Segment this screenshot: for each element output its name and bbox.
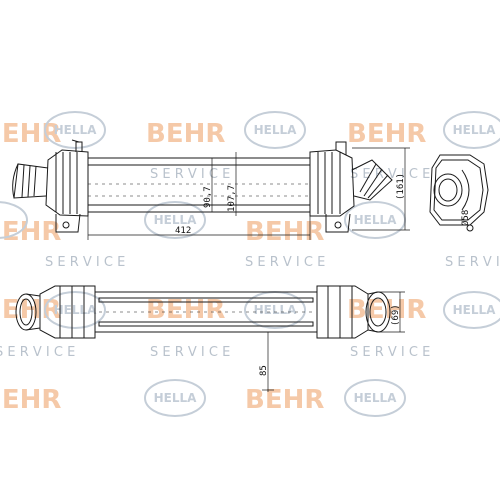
right-outlet-pipe	[351, 159, 393, 201]
behr-watermark: BEHR	[0, 119, 61, 149]
hella-watermark: HELLA	[254, 303, 298, 317]
service-watermark: S E R V I C E	[150, 167, 230, 182]
behr-watermark: BEHR	[245, 217, 324, 247]
right-bracket	[325, 213, 351, 233]
front-view	[12, 139, 393, 233]
hella-watermark-oval	[244, 111, 306, 149]
hella-watermark-oval	[0, 201, 28, 239]
hella-watermark: HELLA	[453, 123, 497, 137]
behr-watermark: BEHR	[245, 385, 324, 415]
side-view-port	[433, 173, 463, 207]
behr-watermark: BEHR	[146, 295, 225, 325]
side-view-body	[429, 154, 489, 226]
service-watermark: S E R V I C E	[350, 345, 430, 360]
hella-watermark-oval	[443, 291, 500, 329]
behr-watermark: BEHR	[0, 217, 61, 247]
hella-watermark: HELLA	[354, 213, 398, 227]
service-watermark: S E R V I C E	[245, 255, 325, 270]
hella-watermark: HELLA	[54, 303, 98, 317]
behr-watermark: BEHR	[347, 295, 426, 325]
behr-watermark: BEHR	[146, 119, 225, 149]
side-view	[429, 154, 489, 232]
hella-watermark-oval	[443, 111, 500, 149]
hella-watermark-oval	[44, 291, 106, 329]
behr-watermark: BEHR	[347, 119, 426, 149]
hella-watermark: HELLA	[254, 123, 298, 137]
left-inlet-pipe	[13, 163, 49, 199]
hella-watermark: HELLA	[354, 391, 398, 405]
service-watermark: S E R V I C E	[0, 345, 75, 360]
hella-watermark: HELLA	[453, 303, 497, 317]
hella-watermark-oval	[44, 111, 106, 149]
left-bracket	[55, 213, 81, 233]
dim-total-height: 107,7	[227, 185, 237, 212]
left-tank	[45, 149, 89, 217]
top-view-left-tank	[39, 285, 96, 339]
dim-outlet-diameter: (69)	[391, 304, 401, 326]
service-watermark: S E R V I C E	[45, 255, 125, 270]
dim-base-height: 85	[259, 365, 269, 376]
hella-watermark-oval	[144, 379, 206, 417]
hella-watermark: HELLA	[54, 123, 98, 137]
service-watermark: S E R V I C E	[150, 345, 230, 360]
hella-watermark-oval	[344, 379, 406, 417]
service-watermark: S E R V I C E	[445, 255, 500, 270]
hella-watermark: HELLA	[154, 391, 198, 405]
behr-watermark: BEHR	[0, 385, 61, 415]
dim-length: 412	[175, 226, 191, 236]
hella-watermark-oval	[144, 201, 206, 239]
dim-depth-side: (161)	[396, 173, 406, 200]
watermark-layer: BEHR BEHR BEHR BEHR BEHR BEHR BEHR BEHR …	[0, 111, 500, 417]
service-watermark: S E R V I C E	[350, 167, 430, 182]
dim-side-small: Ø58	[460, 210, 471, 226]
dim-core-height: 90,7	[203, 186, 213, 208]
hella-watermark: HELLA	[154, 213, 198, 227]
front-dimensions	[87, 147, 410, 240]
top-dimensions	[262, 291, 405, 392]
